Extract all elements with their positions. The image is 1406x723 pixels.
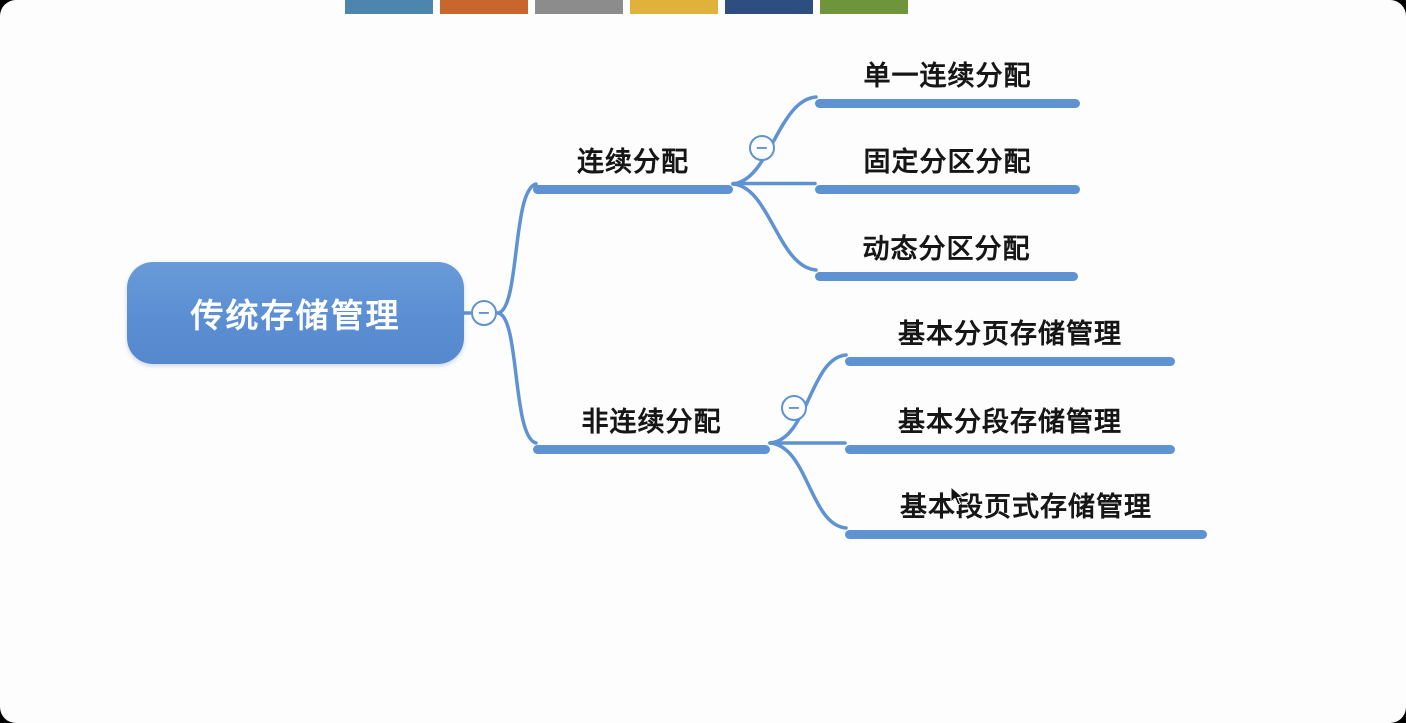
mouse-cursor <box>950 486 964 506</box>
node-single-continuous-allocation[interactable]: 单一连续分配 <box>815 49 1080 108</box>
collapse-button-noncontinuous[interactable]: − <box>781 395 807 421</box>
node-fixed-partition-allocation[interactable]: 固定分区分配 <box>815 135 1080 194</box>
palette-color-swatch-6[interactable] <box>820 0 908 14</box>
connector-continuous-child1 <box>731 95 818 186</box>
collapse-button-root[interactable]: − <box>471 300 497 326</box>
node-label: 动态分区分配 <box>862 234 1031 265</box>
palette-color-swatch-4[interactable] <box>630 0 718 14</box>
node-underline <box>533 445 770 454</box>
palette-color-swatch-3[interactable] <box>535 0 623 14</box>
node-underline <box>533 185 733 194</box>
palette-color-swatch-1[interactable] <box>345 0 433 14</box>
palette-color-swatch-2[interactable] <box>440 0 528 14</box>
node-basic-segmentation-storage[interactable]: 基本分段存储管理 <box>845 395 1175 454</box>
node-label: 非连续分配 <box>581 407 722 438</box>
node-basic-paging-storage[interactable]: 基本分页存储管理 <box>845 307 1175 366</box>
node-dynamic-partition-allocation[interactable]: 动态分区分配 <box>815 222 1078 281</box>
collapse-button-continuous[interactable]: − <box>749 135 775 161</box>
color-palette <box>345 0 908 14</box>
node-label: 基本分段存储管理 <box>898 407 1122 438</box>
minus-icon: − <box>755 138 769 157</box>
node-underline <box>815 272 1078 281</box>
node-noncontinuous-allocation[interactable]: 非连续分配 <box>533 395 770 454</box>
node-continuous-allocation[interactable]: 连续分配 <box>533 135 733 194</box>
node-underline <box>815 99 1080 108</box>
connector-root-noncontinuous <box>496 311 538 445</box>
node-underline <box>845 445 1175 454</box>
node-label: 单一连续分配 <box>863 61 1032 92</box>
node-label: 固定分区分配 <box>863 147 1032 178</box>
connector-noncontinuous-child3 <box>768 441 848 530</box>
node-basic-segment-paging-storage[interactable]: 基本段页式存储管理 <box>845 480 1207 539</box>
node-label: 基本段页式存储管理 <box>900 492 1152 523</box>
palette-color-swatch-5[interactable] <box>725 0 813 14</box>
minus-icon: − <box>477 303 491 322</box>
root-node-label: 传统存储管理 <box>190 296 401 335</box>
node-label: 连续分配 <box>577 147 689 178</box>
connector-root-continuous <box>496 182 538 315</box>
node-underline <box>845 530 1207 539</box>
connector-continuous-child3 <box>731 182 818 272</box>
connector-noncontinuous-child1 <box>768 353 848 445</box>
root-node[interactable]: 传统存储管理 <box>127 262 464 364</box>
node-underline <box>815 185 1080 194</box>
node-underline <box>845 357 1175 366</box>
node-label: 基本分页存储管理 <box>898 319 1122 350</box>
minus-icon: − <box>787 398 801 417</box>
